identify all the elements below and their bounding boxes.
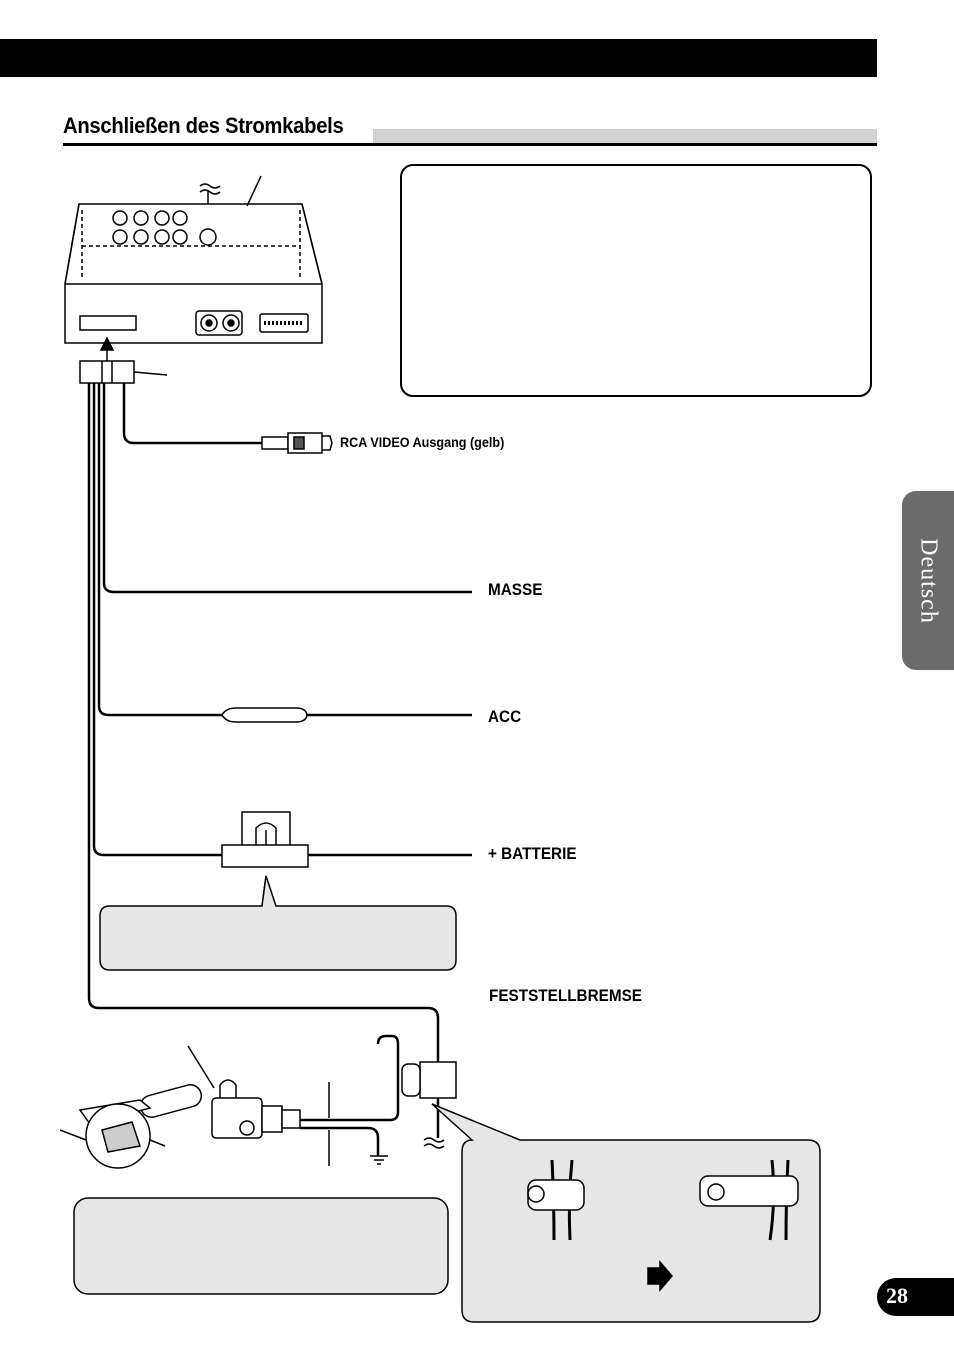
feststellbremse-label: FESTSTELLBREMSE — [489, 986, 643, 1005]
power-connector — [79, 336, 168, 384]
fuse-note-box — [99, 875, 457, 971]
masse-label: MASSE — [488, 580, 543, 599]
page-number-badge: 28 — [877, 1278, 954, 1316]
acc-fuse — [221, 707, 308, 723]
parking-brake-illustration — [59, 1034, 457, 1169]
rca-plug — [261, 432, 333, 454]
tap-connector-step-2 — [699, 1159, 799, 1241]
acc-label: ACC — [488, 707, 522, 726]
language-tab-label: Deutsch — [915, 537, 942, 624]
main-unit-illustration — [64, 175, 323, 344]
batterie-label: + BATTERIE — [488, 844, 577, 863]
wire-harness — [87, 383, 472, 1062]
section-heading: Anschließen des Stromkabels — [63, 110, 877, 146]
notes-frame — [400, 164, 872, 397]
arrow-right-icon — [647, 1259, 673, 1293]
brake-note-box — [73, 1197, 449, 1295]
page-number: 28 — [886, 1283, 908, 1308]
heading-band — [373, 129, 877, 143]
language-tab: Deutsch — [902, 491, 954, 670]
header-bar — [0, 39, 877, 77]
tap-connector-callout — [431, 1103, 821, 1323]
rca-video-label: RCA VIDEO Ausgang (gelb) — [340, 434, 505, 450]
page-title: Anschließen des Stromkabels — [63, 113, 344, 138]
tap-connector-step-1 — [527, 1159, 585, 1241]
